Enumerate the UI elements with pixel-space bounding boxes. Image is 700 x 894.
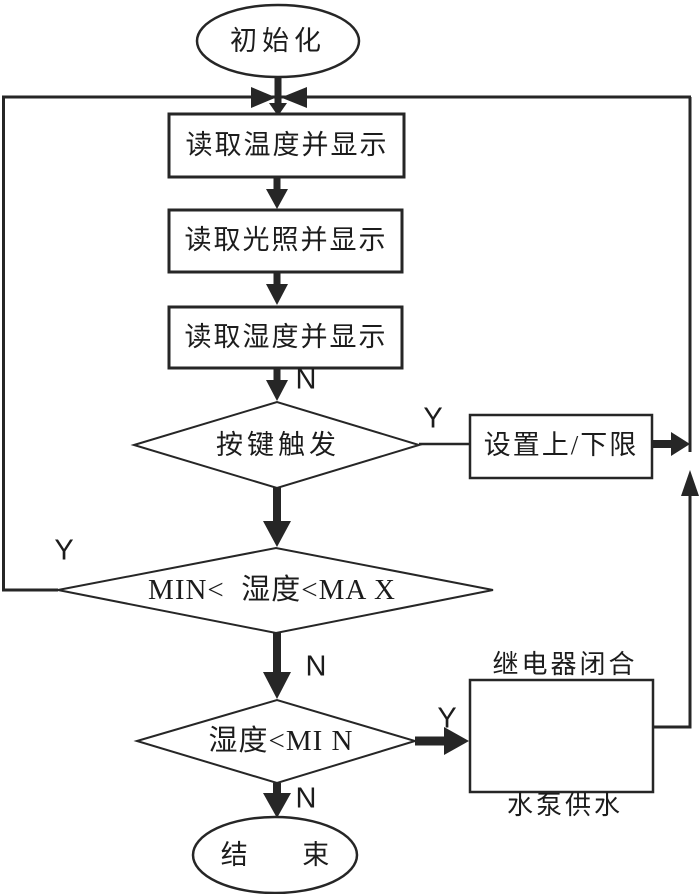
pump-return-up-arrowhead (681, 470, 699, 496)
set-limits-box (468, 413, 654, 480)
relay-pump-box (468, 678, 655, 794)
read-humidity-label: 读取湿度并显示 (184, 322, 388, 353)
arrow-humidity-to-keytrigger-head (266, 380, 288, 401)
relay-pump-line1: 继电器闭合 (492, 650, 638, 679)
read-light-label: 读取光照并显示 (184, 225, 388, 256)
edge-label-y-keytrigger: Y (423, 402, 443, 435)
key-trigger-label: 按键触发 (216, 430, 340, 461)
edge-label-y-belowmin: Y (437, 702, 457, 735)
edge-label-n-belowmin: N (295, 782, 317, 815)
read-humidity-box (167, 305, 404, 370)
feedback-line-left-top (2, 95, 691, 592)
relay-pump-label: 继电器闭合 水泵供水 (492, 547, 637, 894)
end-label: 结 束 (220, 840, 332, 871)
arrow-belowmin-to-pump-head (444, 727, 469, 755)
read-temperature-box (167, 112, 406, 179)
arrow-keytrigger-to-range-head (263, 521, 291, 547)
edge-label-n-before-keytrigger: N (295, 363, 317, 396)
edge-label-n-range: N (305, 650, 327, 683)
converge-left-arrowhead (281, 87, 307, 108)
humidity-below-min-label: 湿度<MI N (208, 725, 354, 758)
humidity-range-diamond (57, 546, 494, 635)
relay-pump-line2: 水泵供水 (506, 791, 624, 820)
read-light-box (167, 208, 404, 274)
arrow-start-head (269, 103, 287, 116)
arrow-setlimits-to-rail-head (671, 432, 690, 456)
end-terminator (191, 815, 359, 894)
start-label: 初始化 (230, 26, 326, 57)
start-terminator (195, 3, 361, 79)
converge-right-arrowhead (251, 87, 276, 108)
set-limits-label: 设置上/下限 (483, 430, 639, 461)
arrow-temp-to-light-head (266, 189, 288, 209)
pump-return-line (653, 492, 692, 729)
arrow-range-to-belowmin-head (263, 672, 291, 699)
humidity-range-label: MIN< 湿度<MA X (148, 574, 396, 607)
read-temperature-label: 读取温度并显示 (185, 130, 389, 161)
arrow-light-to-humidity-head (266, 284, 288, 305)
arrow-belowmin-to-end-head (263, 793, 291, 818)
edge-label-y-range: Y (54, 534, 74, 567)
